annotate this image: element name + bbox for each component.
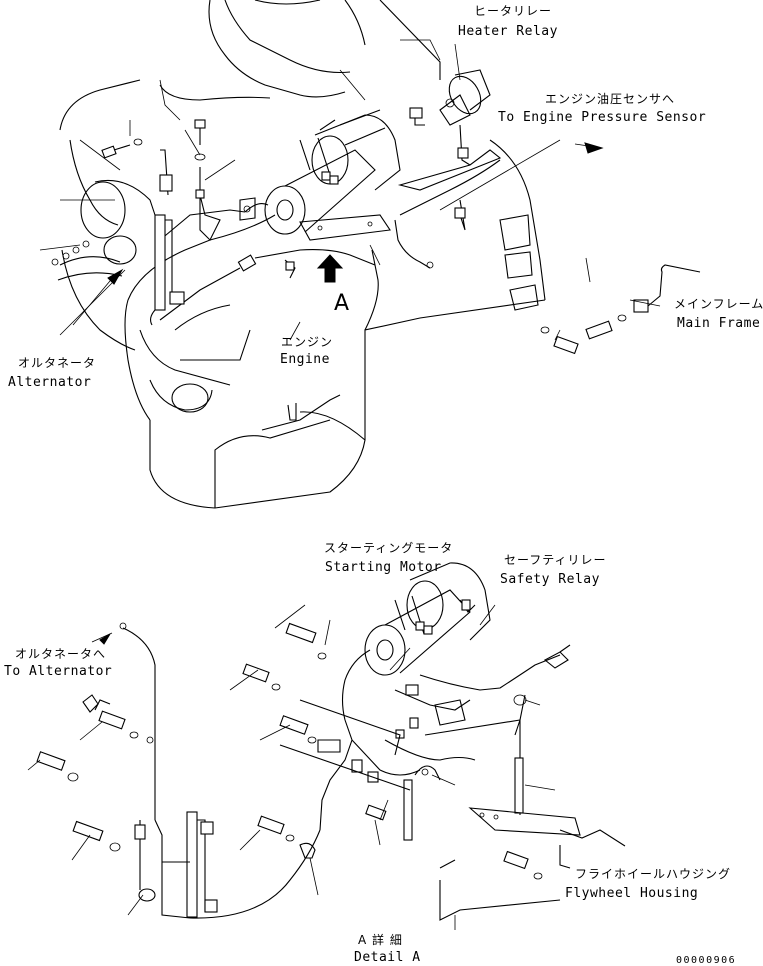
drawing-number: 00000906: [676, 955, 737, 966]
flywheel-housing-label-jp: フライホイールハウジング: [575, 867, 732, 881]
fasteners-top: [51, 119, 701, 355]
leader-lines-detail: [27, 604, 556, 930]
engine-label: Engine: [280, 352, 330, 367]
detail-a-label: Detail A: [354, 950, 421, 965]
detail-a-label-jp: A 詳 細: [358, 933, 403, 947]
safety-relay-label: Safety Relay: [500, 572, 600, 587]
harness-detail: [82, 627, 626, 921]
flywheel-housing-label: Flywheel Housing: [565, 886, 699, 901]
leader-lines-top: [39, 39, 661, 341]
alternator-label: Alternator: [8, 375, 92, 390]
engine-block-outline: [57, 0, 546, 509]
heater-relay-part: [439, 69, 491, 166]
view-a-label: A: [334, 291, 350, 316]
starting-motor-label-jp: スターティングモータ: [324, 541, 454, 555]
engine-label-jp: エンジン: [281, 335, 334, 349]
to-alternator-label: To Alternator: [4, 664, 113, 679]
main-frame-label-jp: メインフレーム: [674, 297, 763, 311]
safety-relay-label-jp: セーフティリレー: [504, 553, 607, 567]
to-alternator-label-jp: オルタネータへ: [15, 647, 107, 661]
harness-top: [149, 107, 502, 326]
starting-motor-label: Starting Motor: [325, 560, 442, 575]
starting-motor-top: [264, 109, 401, 241]
pressure-sensor-label: To Engine Pressure Sensor: [498, 110, 707, 125]
fasteners-detail: [36, 622, 543, 880]
heater-relay-label: Heater Relay: [458, 24, 558, 39]
alternator-label-jp: オルタネータ: [18, 356, 97, 370]
heater-relay-label-jp: ヒータリレー: [474, 4, 553, 18]
main-frame-label: Main Frame: [677, 316, 761, 331]
view-a-arrow: [316, 254, 344, 283]
pressure-sensor-label-jp: エンジン油圧センサへ: [545, 92, 676, 106]
starting-motor-detail: [364, 562, 491, 676]
